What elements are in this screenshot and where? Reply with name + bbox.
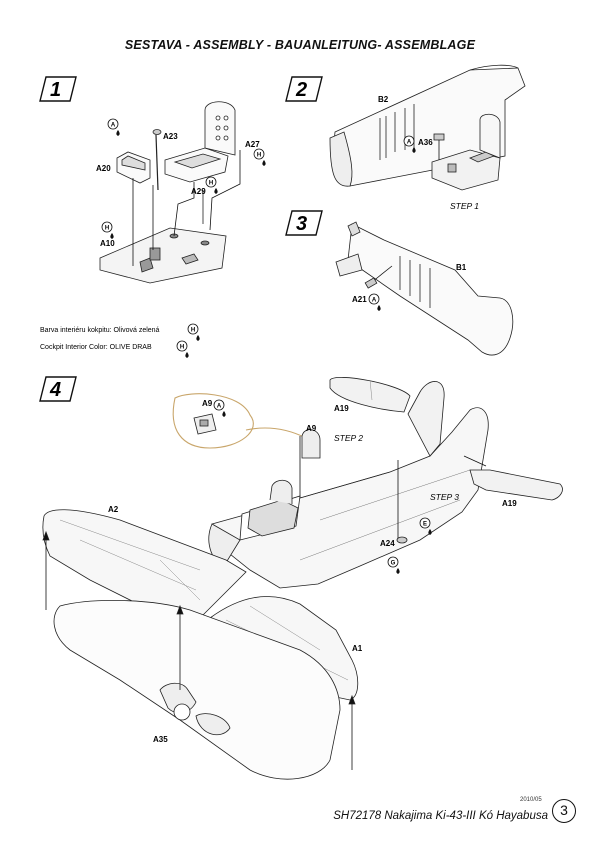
step-4-number: 4 xyxy=(49,379,61,401)
part-label-a20: A20 xyxy=(96,164,111,173)
paint-marker-a-a36: A xyxy=(403,135,416,153)
step-3-number: 3 xyxy=(296,213,307,235)
step-4-caption-b: STEP 3 xyxy=(430,492,459,502)
step-4-caption-a: STEP 2 xyxy=(334,433,363,443)
paint-marker-h-a29: H xyxy=(205,176,218,194)
part-label-a36: A36 xyxy=(418,138,433,147)
step-3-fuselage xyxy=(335,221,514,356)
svg-text:H: H xyxy=(180,345,184,351)
page-number: 3 xyxy=(552,799,576,823)
step-1-number: 1 xyxy=(50,79,61,101)
svg-text:A: A xyxy=(372,298,377,304)
part-label-a1: A1 xyxy=(352,644,363,653)
svg-text:G: G xyxy=(391,561,396,567)
part-label-a9-detail: A9 xyxy=(202,399,213,408)
part-label-a27: A27 xyxy=(245,140,260,149)
part-label-a29: A29 xyxy=(191,187,206,196)
step-2-fuselage xyxy=(329,64,526,191)
step-3-box: 3 xyxy=(285,210,323,236)
paint-marker-h-a10: H xyxy=(101,221,114,239)
part-label-a9: A9 xyxy=(306,424,317,433)
paint-marker-h-legend-2: H xyxy=(176,340,189,358)
paint-marker-h-a27: H xyxy=(253,148,266,166)
paint-marker-h-legend-1: H xyxy=(187,323,200,341)
part-label-a2: A2 xyxy=(108,505,119,514)
part-label-a19-right: A19 xyxy=(502,499,517,508)
part-label-b2: B2 xyxy=(378,95,389,104)
step-1-cockpit xyxy=(99,101,241,284)
svg-text:H: H xyxy=(105,226,109,232)
part-label-a35: A35 xyxy=(153,735,168,744)
part-label-a19-left: A19 xyxy=(334,404,349,413)
paint-marker-a-step1: A xyxy=(107,118,120,136)
svg-text:A: A xyxy=(407,140,412,146)
svg-text:A: A xyxy=(217,404,222,410)
paint-marker-e-a24: E xyxy=(419,517,432,535)
part-label-a24: A24 xyxy=(380,539,395,548)
part-label-a10: A10 xyxy=(100,239,115,248)
svg-text:A: A xyxy=(111,123,116,129)
step-4-assembly xyxy=(42,377,563,780)
step-4-box: 4 xyxy=(39,376,77,402)
step-2-box: 2 xyxy=(285,76,323,102)
footer-title: SH72178 Nakajima Ki-43-III Kó Hayabusa xyxy=(333,810,548,822)
paint-marker-a-a9: A xyxy=(213,399,226,417)
page-title: SESTAVA - ASSEMBLY - BAUANLEITUNG- ASSEM… xyxy=(124,38,476,52)
svg-text:H: H xyxy=(209,181,213,187)
part-label-a23: A23 xyxy=(163,132,178,141)
part-label-b1: B1 xyxy=(456,263,467,272)
step-1-box: 1 xyxy=(39,76,77,102)
paint-marker-a-a21: A xyxy=(368,293,381,311)
footer-date: 2010/05 xyxy=(520,797,542,803)
svg-text:E: E xyxy=(423,522,427,528)
legend-line-en: Cockpit Interior Color: OLIVE DRAB xyxy=(40,344,152,351)
part-label-a21: A21 xyxy=(352,295,367,304)
svg-text:H: H xyxy=(191,328,195,334)
step-2-number: 2 xyxy=(295,79,307,101)
step-2-caption: STEP 1 xyxy=(450,201,479,211)
svg-text:H: H xyxy=(257,153,261,159)
paint-marker-g-a24: G xyxy=(387,556,400,574)
legend-line-cz: Barva interiéru kokpitu: Olivová zelená xyxy=(40,327,160,334)
